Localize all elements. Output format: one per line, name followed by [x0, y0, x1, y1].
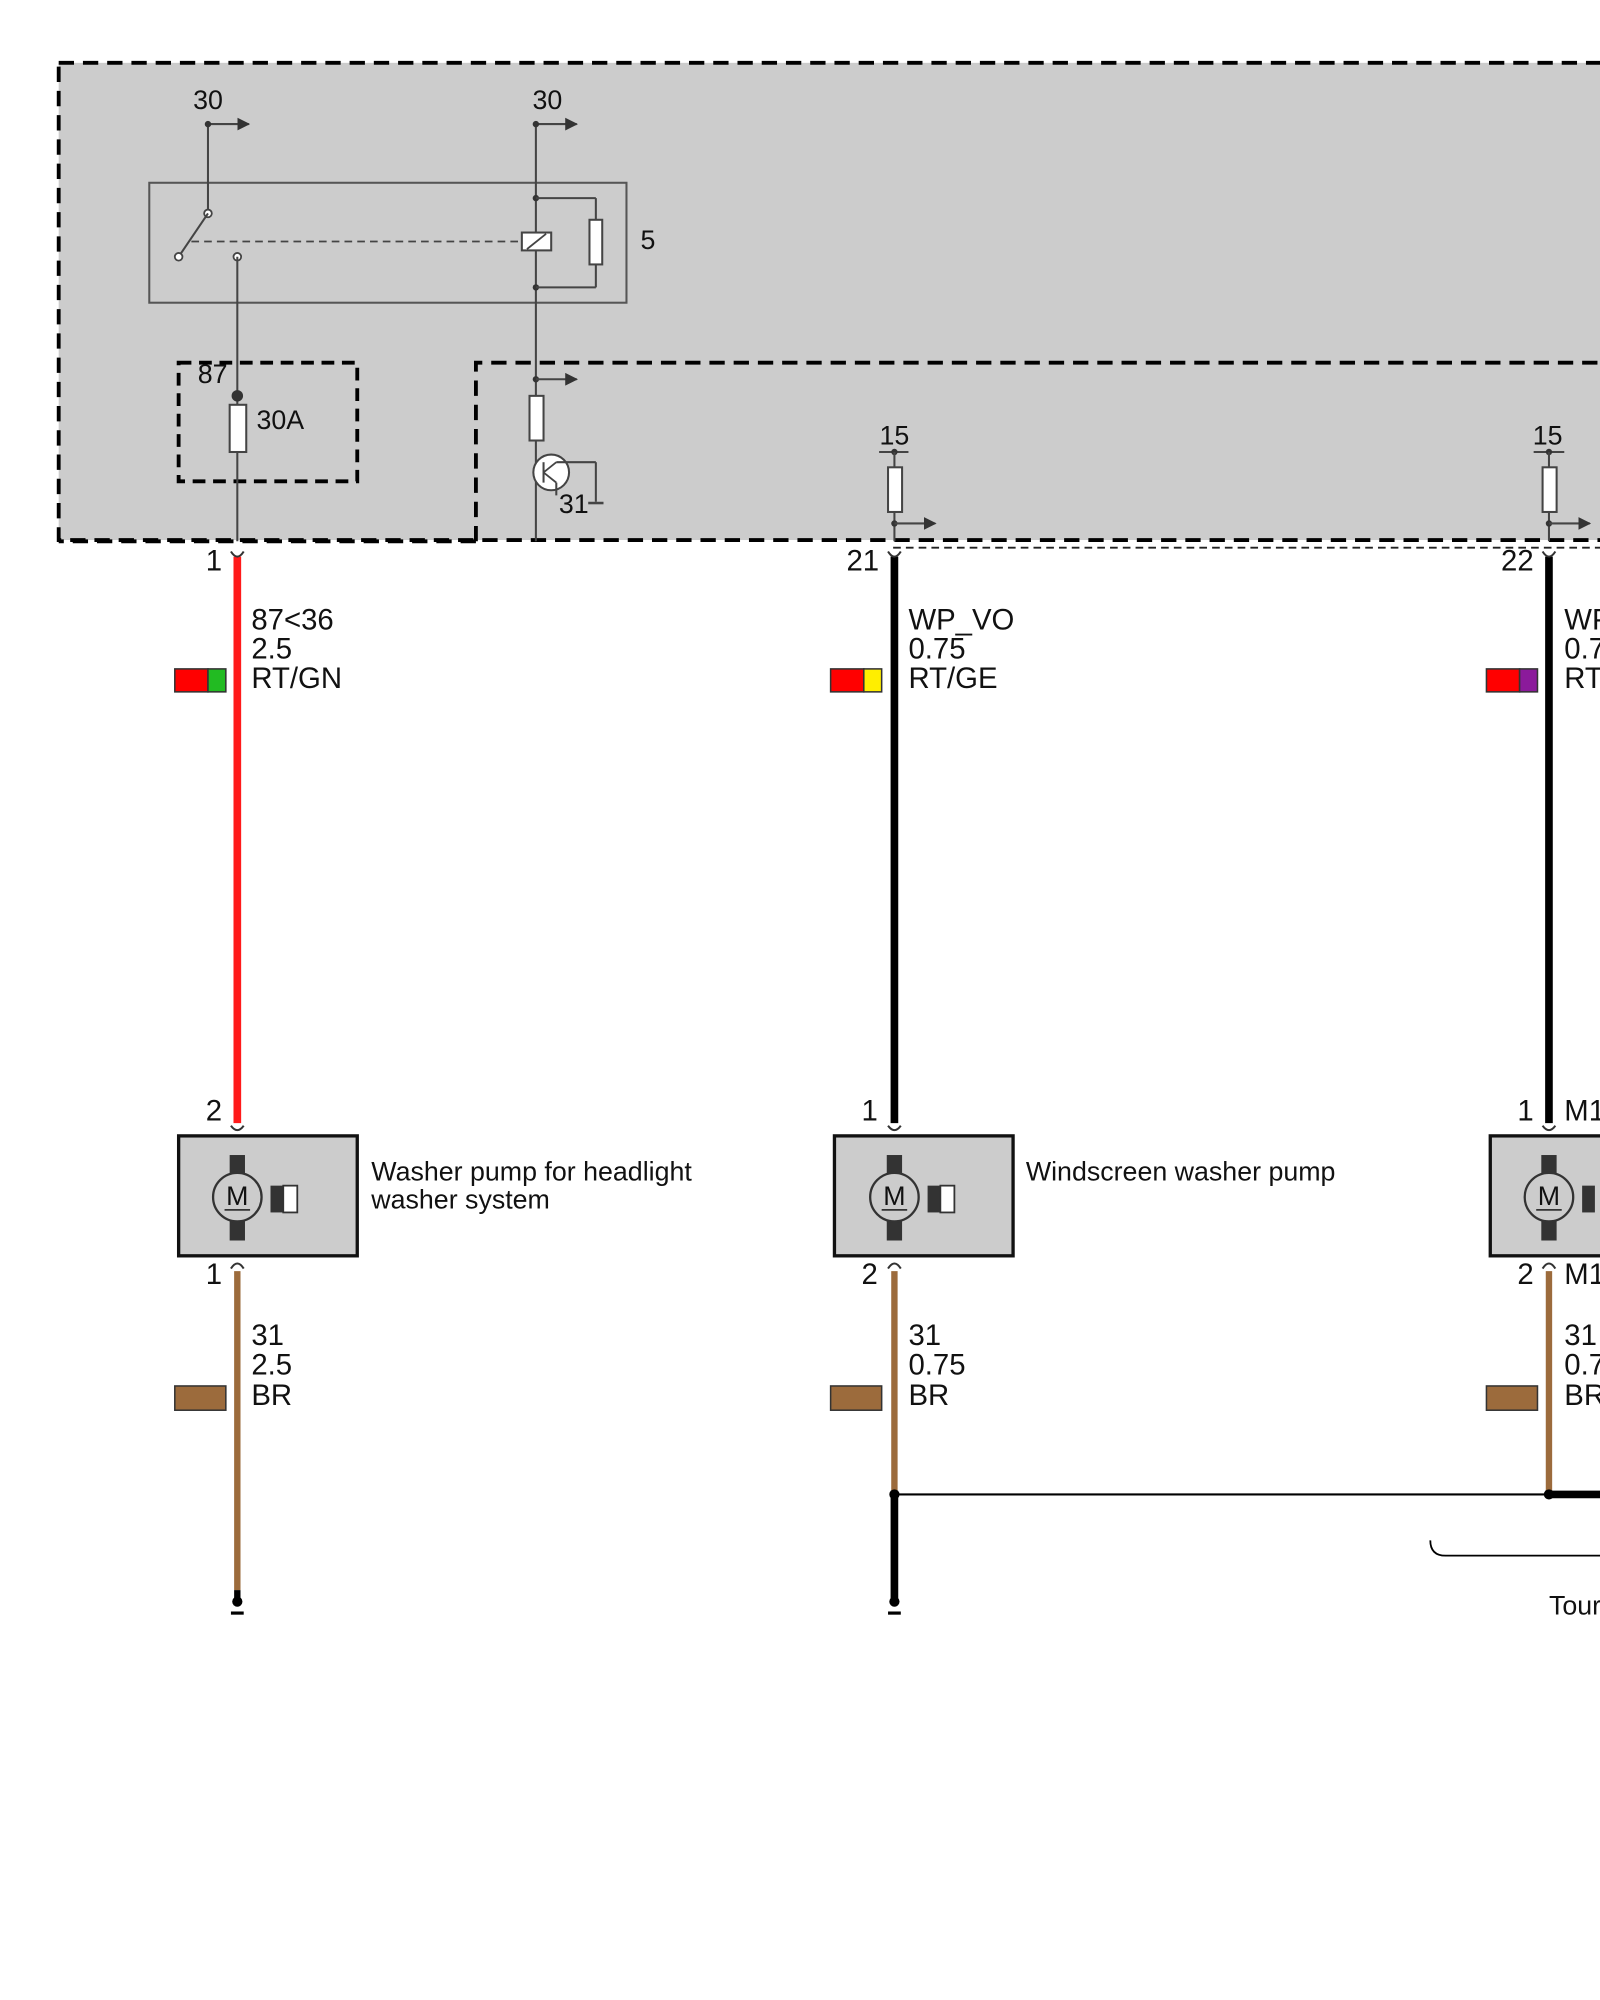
stripe-rt-ge: [829, 668, 883, 693]
pin-motor-out: 2: [862, 1258, 878, 1291]
control-unit-housing: [56, 60, 1600, 542]
fuse-box: [176, 256, 360, 542]
wire-color-label: RT/: [1564, 662, 1600, 695]
variant-note: Touri: [1549, 1590, 1600, 1620]
fuse-rating: 30A: [256, 405, 304, 435]
stripe-br: [174, 1385, 227, 1411]
ground-point: [232, 1596, 243, 1607]
supply-15-b: 15: [1533, 420, 1563, 450]
pump-symbol-icon: [270, 1184, 299, 1214]
pin-22-top: 22: [1501, 545, 1534, 578]
component-label-line1: Windscreen washer pump: [1026, 1157, 1336, 1187]
component-ref-top: M1: [1564, 1095, 1600, 1128]
supply-30-right: 30: [532, 85, 562, 115]
ground-terminal-31: 31: [559, 489, 589, 519]
ground-color-label: BR: [1564, 1379, 1600, 1412]
circuit-third-pump: [1429, 550, 1600, 1557]
stripe-br: [829, 1385, 883, 1411]
pump-symbol-icon: [1582, 1185, 1595, 1213]
wire-color-label: RT/GN: [251, 662, 342, 695]
motor-m-label: M: [226, 1181, 248, 1211]
motor-m-label: M: [1538, 1181, 1560, 1211]
pin-1-top: 1: [206, 545, 222, 578]
ground-size-label: 2.5: [251, 1348, 292, 1381]
component-label-line1: Washer pump for headlight: [371, 1157, 692, 1187]
ground-signal-label: 31: [251, 1319, 284, 1352]
stripe-rt-gn: [174, 668, 227, 693]
ground-point: [889, 1596, 900, 1607]
component-ref-bottom: M1: [1564, 1258, 1600, 1291]
wire-signal-label: WP_VO: [908, 603, 1014, 636]
circuit-headlight-washer: [174, 550, 359, 1615]
wire-signal-label: 87<36: [251, 603, 333, 636]
supply-15-a: 15: [880, 420, 910, 450]
ground-color-label: BR: [908, 1379, 949, 1412]
pin-motor-out: 1: [206, 1258, 222, 1291]
stripe-br: [1485, 1385, 1539, 1411]
pin-motor-in: 1: [1517, 1095, 1533, 1128]
relay-reference: 5: [641, 225, 656, 255]
stripe-rt-violet: [1485, 668, 1539, 693]
pin-motor-in: 1: [862, 1095, 878, 1128]
fuse-terminal-87: 87: [198, 359, 228, 389]
ground-signal-label: 31: [1564, 1319, 1597, 1352]
wire-size-label: 0.75: [1564, 633, 1600, 666]
wire-color-label: RT/GE: [908, 662, 997, 695]
variant-bracket: [1429, 1540, 1600, 1557]
pin-motor-in: 2: [206, 1095, 222, 1128]
pin-motor-out: 2: [1517, 1258, 1533, 1291]
supply-30-left: 30: [193, 85, 223, 115]
pump-housing: [832, 1134, 1015, 1258]
pump-housing: [176, 1134, 359, 1258]
ground-size-label: 0.75: [908, 1348, 965, 1381]
wire-size-label: 0.75: [908, 633, 965, 666]
circuit-windscreen-washer: [829, 550, 1549, 1615]
ground-signal-label: 31: [908, 1319, 941, 1352]
component-label-line2: washer system: [370, 1185, 550, 1215]
wire-signal-label: WP: [1564, 603, 1600, 636]
motor-m-label: M: [883, 1181, 905, 1211]
pump-symbol-icon: [927, 1184, 956, 1214]
ground-color-label: BR: [251, 1379, 292, 1412]
pin-21-top: 21: [846, 545, 879, 578]
ground-size-label: 0.75: [1564, 1348, 1600, 1381]
wire-size-label: 2.5: [251, 633, 292, 666]
